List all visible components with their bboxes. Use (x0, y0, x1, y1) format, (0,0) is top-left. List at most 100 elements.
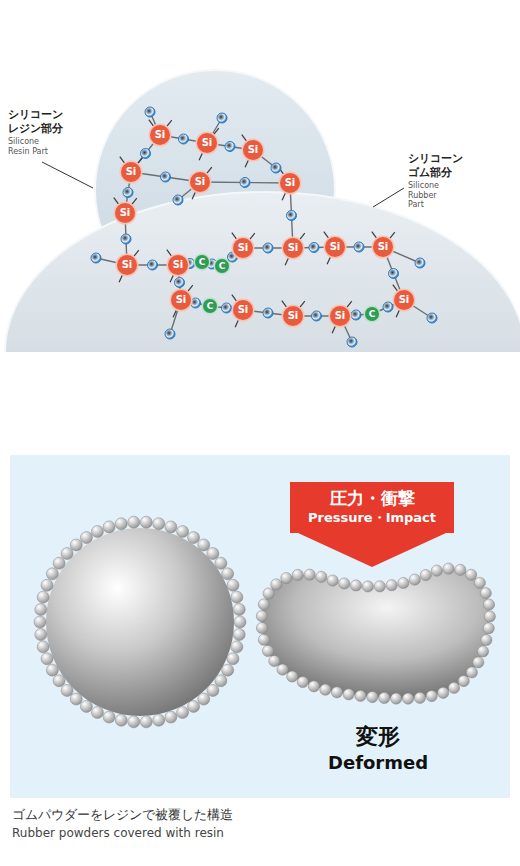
resin-bead (37, 641, 49, 653)
resin-bead (103, 711, 115, 723)
methyl-stick (232, 233, 237, 239)
caption: ゴムパウダーをレジンで被覆した構造 (12, 806, 233, 824)
resin-bead (37, 591, 49, 603)
resin-bead (386, 580, 397, 591)
carbon-atom: C (215, 259, 229, 273)
resin-bead (414, 692, 425, 703)
oxygen-atom (91, 253, 101, 263)
oxygen-atom (263, 308, 273, 318)
methyl-stick (214, 128, 219, 134)
arrow-fill (290, 482, 454, 567)
resin-bead (115, 518, 127, 530)
oxygen-atom (287, 211, 297, 221)
resin-bead (281, 573, 292, 584)
resin-bead (227, 653, 239, 665)
silicon-atom: Si (117, 255, 137, 275)
resin-bead (287, 671, 298, 682)
arrow-text: Pressure・Impact (290, 509, 454, 527)
resin-bead (256, 622, 267, 633)
methyl-stick (119, 275, 122, 282)
resin-bead (258, 599, 269, 610)
resin-bead (227, 579, 239, 591)
silicon-atom: Si (233, 238, 253, 258)
resin-bead (426, 690, 437, 701)
resin-bead (477, 646, 488, 657)
part-name: シリコーン ゴム部分 (408, 152, 472, 180)
resin-bead (80, 532, 92, 544)
resin-bead (316, 571, 327, 582)
part-name: Silicone Rubber Part (408, 181, 454, 210)
resin-bead (379, 692, 390, 703)
resin-bead (70, 693, 82, 705)
resin-bead (480, 588, 491, 599)
resin-bead (140, 516, 152, 528)
resin-bead (339, 578, 350, 589)
oxygen-atom (351, 310, 361, 320)
resin-bead (367, 691, 378, 702)
resin-bead (391, 693, 402, 704)
methyl-stick (250, 233, 255, 239)
resin-bead (41, 579, 53, 591)
resin-bead (34, 616, 46, 628)
silicon-atom: Si (243, 140, 263, 160)
caption-english: Rubber powders covered with resin (12, 826, 224, 840)
methyl-stick (282, 301, 287, 307)
oxygen-atom (173, 195, 183, 205)
resin-bead (61, 684, 73, 696)
resin-bead (292, 569, 303, 580)
resin-bead (46, 664, 58, 676)
resin-bead (46, 568, 58, 580)
resin-bead (362, 581, 373, 592)
methyl-stick (207, 167, 212, 173)
resin-bead (263, 588, 274, 599)
silicon-atom: Si (283, 238, 303, 258)
resin-bead (483, 623, 494, 634)
oxygen-atom (165, 329, 175, 339)
oxygen-atom (222, 303, 232, 313)
resin-bead (474, 577, 485, 588)
resin-bead (455, 564, 466, 575)
oxygen-atom (383, 302, 393, 312)
oxygen-atom (347, 337, 357, 347)
resin-bead (177, 526, 189, 538)
resin-bead (153, 714, 165, 726)
resin-bead (70, 539, 82, 551)
oxygen-atom (191, 298, 201, 308)
oxygen-atom (148, 260, 158, 270)
resin-bead (350, 580, 361, 591)
methyl-stick (372, 232, 377, 238)
silicon-atom: Si (197, 133, 217, 153)
carbon-atom: C (195, 255, 209, 269)
resin-bead (483, 599, 494, 610)
resin-bead (231, 641, 243, 653)
resin-bead (207, 684, 219, 696)
resin-bead (343, 689, 354, 700)
resin-bead (80, 700, 92, 712)
oxygen-atom (271, 163, 281, 173)
methyl-stick (245, 160, 248, 167)
resin-beads (34, 516, 246, 728)
resin-bead (128, 716, 140, 728)
methyl-stick (300, 233, 305, 239)
resin-bead (431, 565, 442, 576)
methyl-stick (242, 135, 247, 141)
resin-bead (35, 629, 47, 641)
methyl-stick (332, 326, 335, 333)
resin-bead (277, 664, 288, 675)
resin-bead (215, 675, 227, 687)
deformed-sphere (262, 569, 490, 699)
resin-bead (443, 563, 454, 574)
silicon-atom: Si (330, 306, 350, 326)
resin-bead (402, 693, 413, 704)
oxygen-atom (263, 243, 273, 253)
resin-bead (165, 711, 177, 723)
methyl-stick (285, 258, 288, 265)
oxygen-atom (121, 234, 131, 244)
oxygen-atom (179, 134, 189, 144)
carbon-atom: C (203, 299, 217, 313)
resin-bead (91, 706, 103, 718)
methyl-stick (138, 157, 143, 163)
oxygen-atom (161, 172, 171, 182)
